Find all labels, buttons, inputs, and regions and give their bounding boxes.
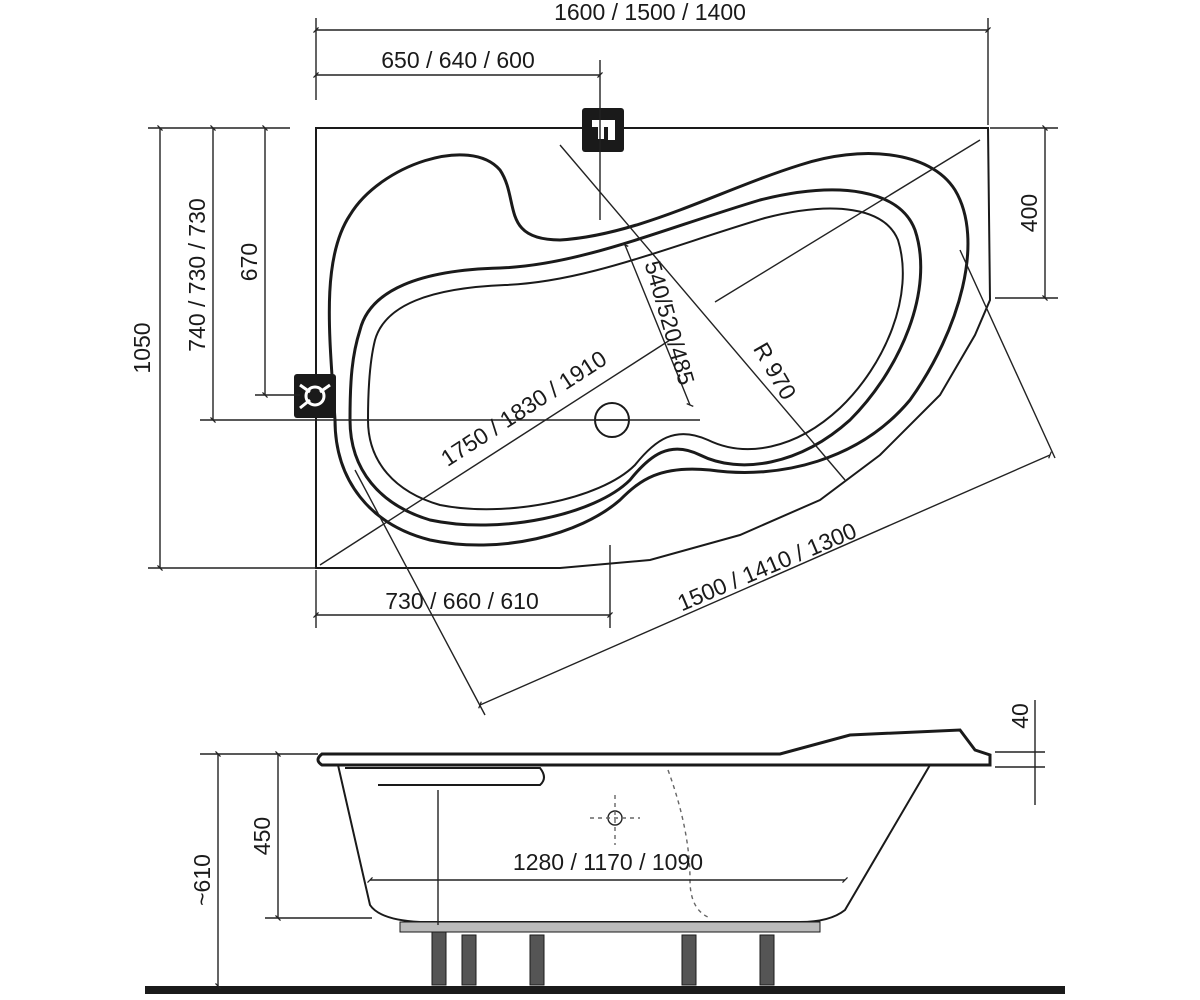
top-view: 1600 / 1500 / 1400 650 / 640 / 600 1050 … [129, 0, 1058, 716]
dim-side-depth: 740 / 730 / 730 [184, 198, 210, 351]
dim-diagonal-front: 1500 / 1410 / 1300 [673, 517, 860, 616]
inlet-icon [294, 374, 336, 418]
tap-icon [582, 108, 624, 152]
dim-right-step: 400 [1016, 194, 1042, 232]
side-view: 1280 / 1170 / 1090 ~610 450 40 [145, 700, 1065, 994]
dim-front-width: 730 / 660 / 610 [385, 588, 538, 614]
floor-line [145, 986, 1065, 994]
dim-inner-width: 540/520/485 [640, 258, 700, 388]
basin-outer-contour [327, 152, 970, 547]
dim-radius: R 970 [748, 338, 801, 404]
dim-tap-offset: 650 / 640 / 600 [381, 47, 534, 73]
dim-total-height: ~610 [189, 854, 215, 906]
dim-overall-width: 1600 / 1500 / 1400 [554, 0, 746, 25]
dim-rim-height: 40 [1007, 703, 1033, 729]
tub-legs [399, 921, 821, 986]
dim-diagonal-length: 1750 / 1830 / 1910 [436, 345, 611, 471]
dim-tub-height: 450 [249, 817, 275, 855]
tub-body [337, 764, 931, 923]
tub-rim [316, 728, 992, 767]
basin-inner-contour [348, 188, 923, 527]
dim-overall-depth: 1050 [129, 322, 155, 373]
dim-inner-bottom-length: 1280 / 1170 / 1090 [513, 849, 703, 875]
dim-inlet-height: 670 [236, 243, 262, 281]
